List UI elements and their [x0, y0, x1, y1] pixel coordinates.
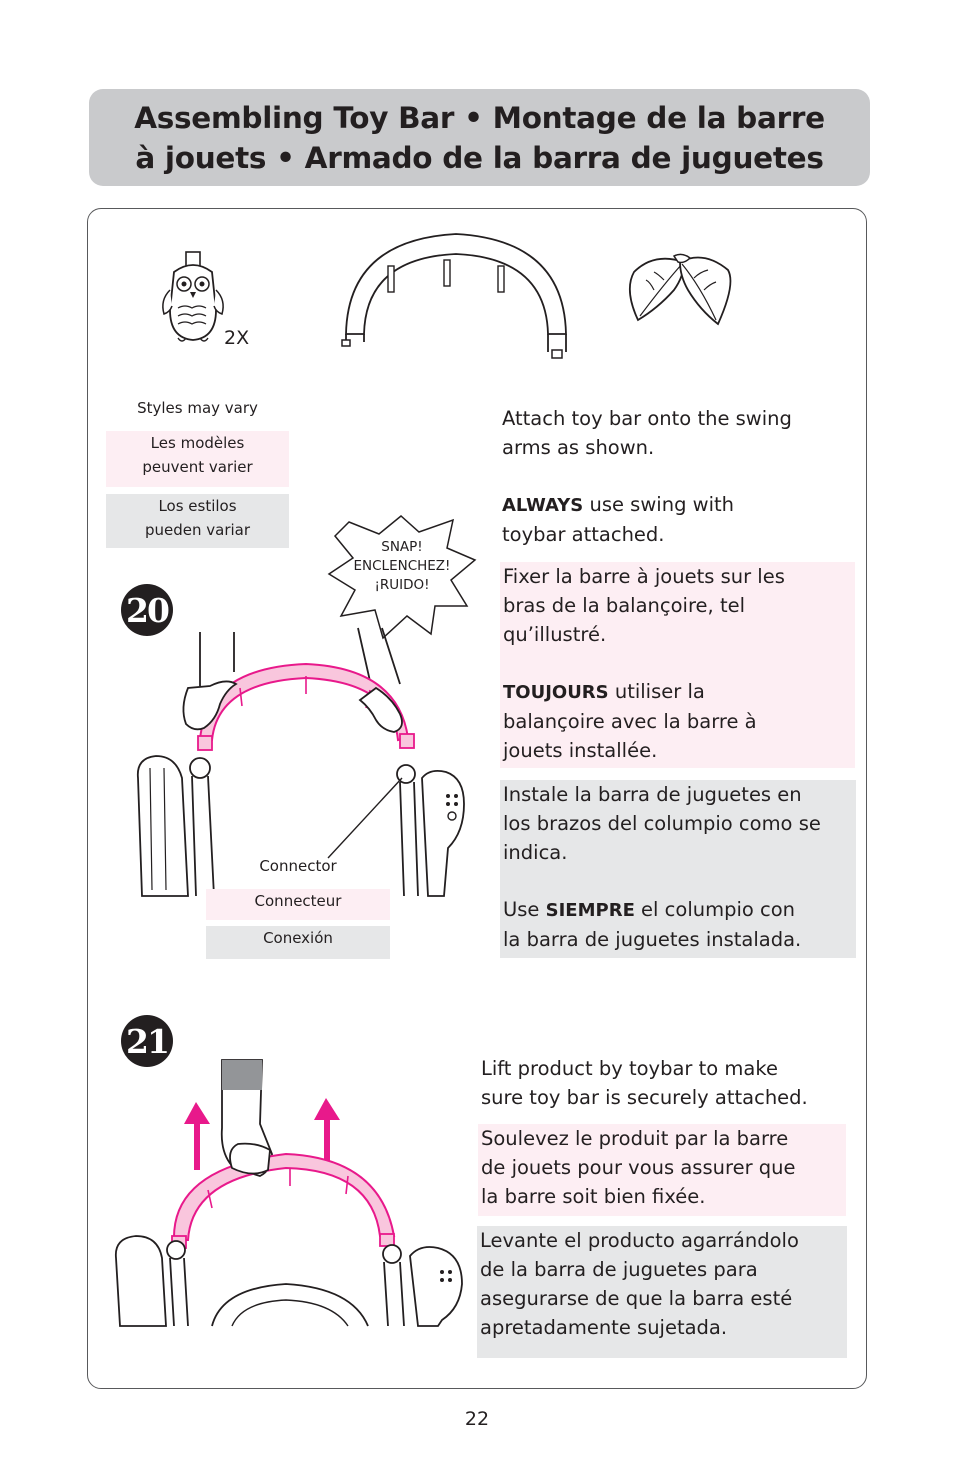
toujours-emphasis: TOUJOURS	[503, 682, 609, 703]
step21-en-line1: Lift product by toybar to make	[481, 1057, 778, 1080]
step-21-text-fr: Soulevez le produit par la barre de joue…	[478, 1124, 846, 1216]
connector-label-en: Connector	[206, 854, 390, 878]
snap-callout-burst	[327, 515, 477, 640]
step20-fr-line2: bras de la balançoire, tel	[503, 594, 746, 617]
styles-note-es: Los estilos pueden variar	[106, 494, 289, 548]
snap-callout-text: SNAP! ENCLENCHEZ! ¡RUIDO!	[352, 538, 452, 595]
always-emphasis: ALWAYS	[502, 495, 584, 516]
quantity-label: 2X	[224, 327, 250, 349]
step20-fr-line3: qu’illustré.	[503, 623, 607, 646]
step21-es-line3: asegurarse de que la barra esté	[480, 1287, 793, 1310]
step20-es-line1: Instale la barra de juguetes en	[503, 783, 802, 806]
connector-label-fr: Connecteur	[206, 889, 390, 920]
step20-es-siempre-rest2: la barra de juguetes instalada.	[503, 928, 802, 951]
content-frame	[87, 208, 867, 1389]
page-header: Assembling Toy Bar • Montage de la barre…	[89, 89, 870, 186]
step-21-badge: 21	[121, 1015, 173, 1067]
step21-fr-line2: de jouets pour vous assurer que	[481, 1156, 796, 1179]
callout-line1: SNAP!	[381, 539, 423, 555]
step21-es-line2: de la barra de juguetes para	[480, 1258, 758, 1281]
up-arrow-icon	[314, 1098, 340, 1166]
step-21-illustration	[114, 1059, 463, 1327]
step20-fr-toujours-rest2: balançoire avec la barre à	[503, 710, 757, 733]
page-number: 22	[464, 1408, 490, 1430]
header-title-line1: Assembling Toy Bar • Montage de la barre	[134, 100, 825, 135]
siempre-emphasis: SIEMPRE	[545, 900, 635, 921]
styles-note-es-line2: pueden variar	[144, 521, 251, 539]
step21-fr-line1: Soulevez le produit par la barre	[481, 1127, 789, 1150]
styles-note-en: Styles may vary	[106, 396, 289, 420]
step20-en-line1: Attach toy bar onto the swing	[502, 407, 792, 430]
step21-es-line1: Levante el producto agarrándolo	[480, 1229, 799, 1252]
styles-note-es-line1: Los estilos	[158, 497, 237, 515]
step20-es-line2: los brazos del columpio como se	[503, 812, 821, 835]
callout-line3: ¡RUIDO!	[374, 577, 430, 593]
connector-es-text: Conexión	[263, 929, 333, 947]
step20-fr-line1: Fixer la barre à jouets sur les	[503, 565, 785, 588]
connector-en-text: Connector	[259, 857, 337, 875]
toujours-rest1: utiliser la	[608, 680, 705, 703]
step20-en-always-rest2: toybar attached.	[502, 523, 665, 546]
styles-note-fr-line1: Les modèles	[150, 434, 245, 452]
step-20-text-fr: Fixer la barre à jouets sur les bras de …	[500, 562, 855, 768]
step-21-text-en: Lift product by toybar to make sure toy …	[481, 1054, 851, 1112]
step-20-badge: 20	[121, 584, 173, 636]
connector-fr-text: Connecteur	[254, 892, 342, 910]
step-21-text-es: Levante el producto agarrándolo de la ba…	[477, 1226, 847, 1358]
always-rest1: use swing with	[583, 493, 735, 516]
styles-note-en-text: Styles may vary	[137, 399, 258, 417]
up-arrow-icon	[184, 1102, 210, 1170]
leaf-toy-icon	[628, 253, 732, 326]
toy-bar-icon	[341, 233, 567, 359]
callout-line2: ENCLENCHEZ!	[353, 558, 451, 574]
step20-fr-toujours-rest3: jouets installée.	[503, 739, 658, 762]
step21-en-line2: sure toy bar is securely attached.	[481, 1086, 808, 1109]
owl-toy-icon	[162, 251, 224, 342]
step21-fr-line3: la barre soit bien fixée.	[481, 1185, 706, 1208]
siempre-rest1: el columpio con	[634, 898, 796, 921]
step20-es-line3: indica.	[503, 841, 568, 864]
header-title-line2: à jouets • Armado de la barra de juguete…	[135, 140, 824, 175]
step-20-text-en: Attach toy bar onto the swing arms as sh…	[502, 404, 852, 549]
styles-note-fr-line2: peuvent varier	[142, 458, 253, 476]
use-word: Use	[503, 898, 546, 921]
step20-fr-toujours-line: TOUJOURS utiliser la	[503, 677, 855, 707]
step-20-text-es: Instale la barra de juguetes en los braz…	[500, 780, 856, 958]
styles-note-fr: Les modèles peuvent varier	[106, 431, 289, 487]
step20-en-always-line: ALWAYS use swing with	[502, 490, 852, 520]
step-20-illustration	[136, 627, 465, 897]
connector-label-es: Conexión	[206, 926, 390, 959]
step20-es-siempre-line: Use SIEMPRE el columpio con	[503, 895, 856, 925]
step20-en-line2: arms as shown.	[502, 436, 655, 459]
step21-es-line4: apretadamente sujetada.	[480, 1316, 728, 1339]
